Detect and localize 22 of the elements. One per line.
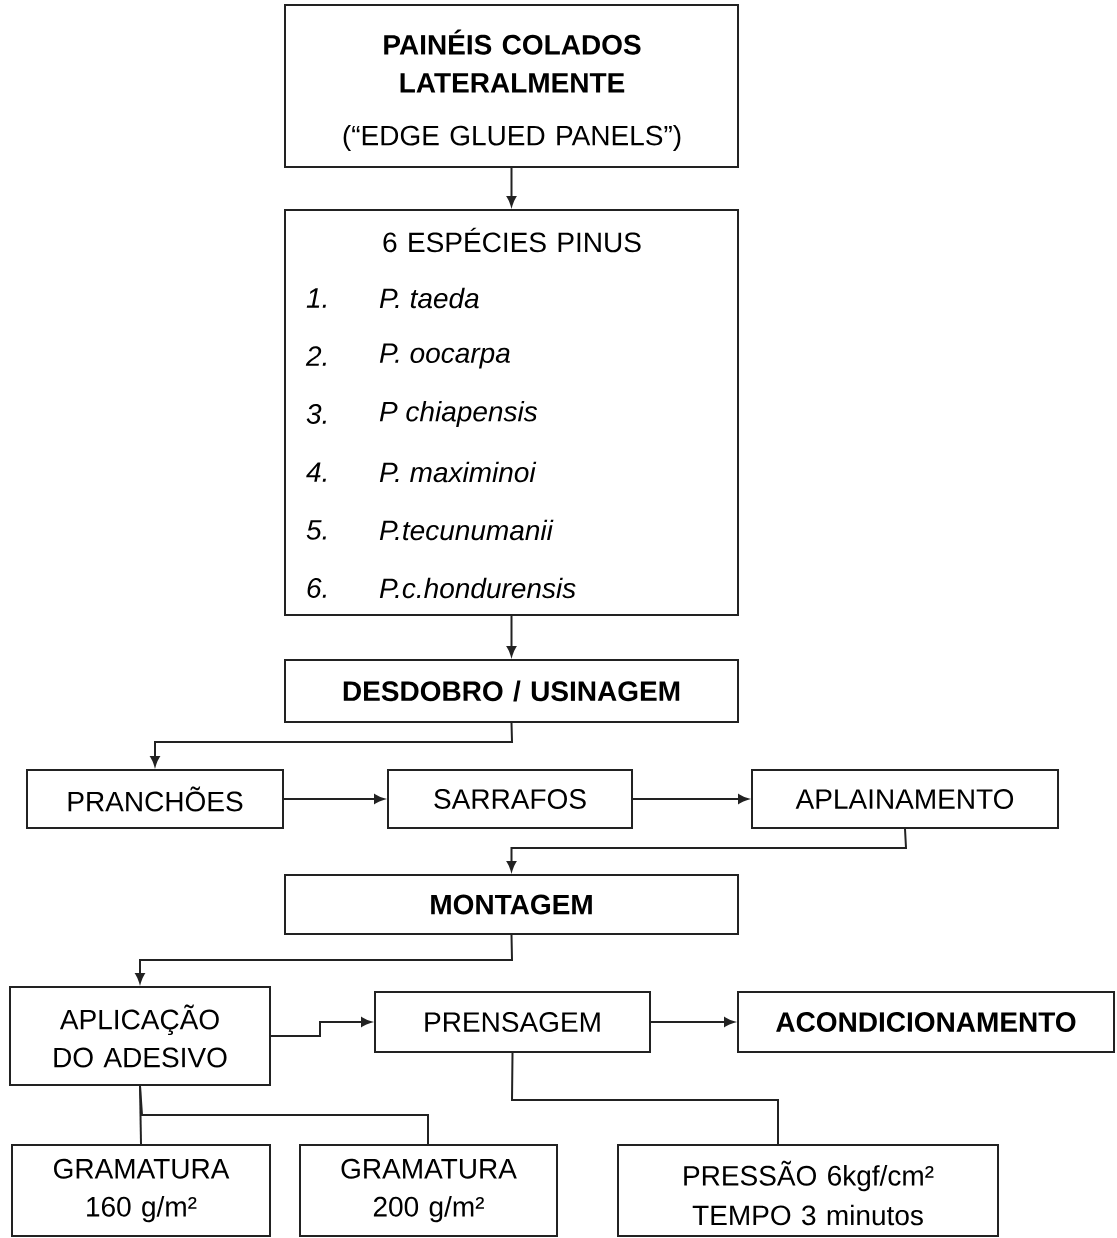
process-box: APLICAÇÃO DO ADESIVO	[9, 986, 271, 1086]
arrow	[150, 722, 514, 767]
process-box: PRANCHÕES	[26, 769, 284, 829]
arrow	[650, 1017, 735, 1027]
process-box: GRAMATURA 200 g/m²	[299, 1144, 558, 1237]
arrow	[506, 615, 517, 657]
arrow	[135, 934, 514, 984]
process-box: GRAMATURA 160 g/m²	[11, 1144, 271, 1237]
species-list-box: 6 ESPÉCIES PINUS 1. P. taeda 2. P. oocarpa 3. P chiapensis 4. P. maximinoi 5. P.tecunumanii 6. P.c.hondurensis	[284, 209, 739, 616]
arrow	[506, 167, 517, 207]
process-box: PAINÉIS COLADOS LATERALMENTE (“EDGE GLUED PANELS”)	[284, 4, 739, 168]
arrow	[283, 794, 385, 804]
process-box: MONTAGEM	[284, 874, 739, 935]
process-box: PRENSAGEM	[374, 991, 651, 1053]
process-box: DESDOBRO / USINAGEM	[284, 659, 739, 723]
arrow	[506, 828, 908, 872]
arrow	[632, 794, 749, 804]
process-box: PRESSÃO 6kgf/cm² TEMPO 3 minutos	[617, 1144, 999, 1237]
process-box: SARRAFOS	[387, 769, 633, 829]
process-box: APLAINAMENTO	[751, 769, 1059, 829]
process-box: ACONDICIONAMENTO	[737, 991, 1115, 1053]
arrow	[269, 1017, 372, 1037]
